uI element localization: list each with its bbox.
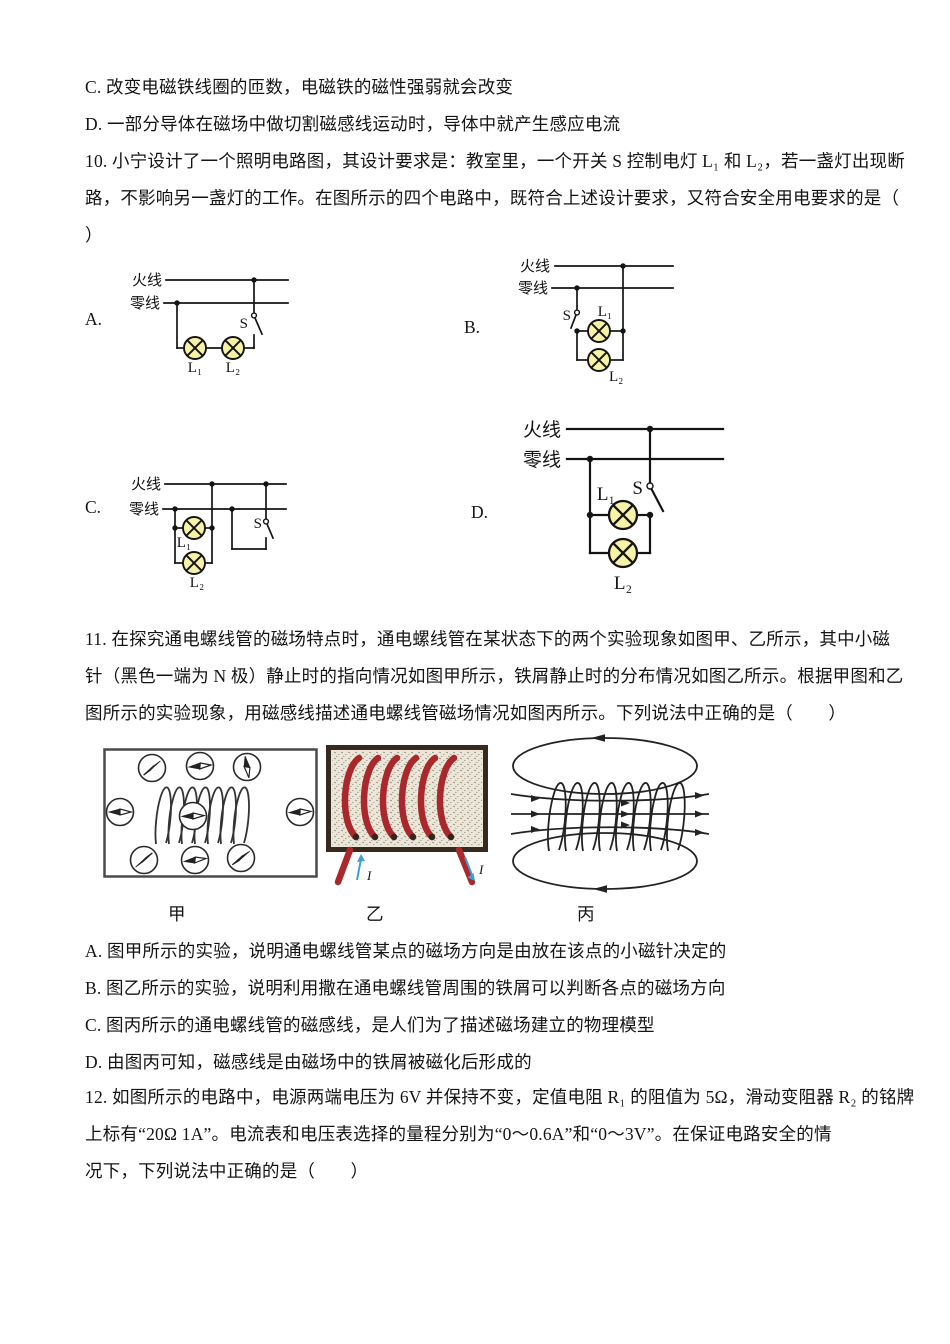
current-arrow-right-icon — [464, 856, 475, 881]
circuit-b-wires — [551, 265, 674, 361]
circuit-a-wires — [163, 279, 289, 349]
arrowhead — [591, 734, 605, 742]
q11-option-a: A. 图甲所示的实验，说明通电螺线管某点的磁场方向是由放在该点的小磁针决定的 — [85, 941, 727, 961]
lamp-l2-label: L₂ — [609, 369, 623, 385]
figure-bing-caption: 丙 — [577, 904, 595, 924]
live-wire-label: 火线 — [523, 419, 561, 441]
switch-label: S — [563, 308, 571, 324]
lamp-l1-icon — [183, 336, 207, 360]
switch-pivot-icon — [262, 518, 270, 525]
lamp-l2-icon — [182, 551, 206, 575]
axial-field-lines — [510, 793, 710, 835]
q10-stem: 10. 小宁设计了一个照明电路图，其设计要求是：教室里，一个开关 S 控制电灯 … — [85, 143, 930, 254]
live-wire-label: 火线 — [132, 272, 162, 289]
q12-line-1: 12. 如图所示的电路中，电源两端电压为 6V 并保持不变，定值电阻 R₁ 的阻… — [85, 1087, 915, 1107]
switch-pivot-icon — [573, 309, 581, 316]
circuit-a-label: A. — [85, 309, 103, 329]
lamp-l1-label: L₁ — [597, 484, 615, 505]
lamp-l1-icon — [587, 319, 611, 343]
circuit-d-label: D. — [471, 502, 489, 522]
q11-line-3: 图所示的实验现象，用磁感线描述通电螺线管磁场情况如图丙所示。下列说法中正确的是（… — [85, 703, 847, 723]
coil-contact-dots — [352, 833, 455, 841]
switch-label: S — [632, 478, 643, 499]
q9-option-c: C. 改变电磁铁线圈的匝数，电磁铁的磁性强弱就会改变 — [85, 77, 514, 97]
lamp-l1-label: L₁ — [188, 360, 202, 376]
lamp-l2-label: L₂ — [190, 575, 204, 591]
neutral-wire-label: 零线 — [129, 501, 159, 518]
circuit-a-figure: 火线 零线 S L₁ L₂ — [130, 272, 289, 376]
arrowhead — [593, 885, 607, 893]
lamp-l2-icon — [607, 537, 639, 569]
lamp-l1-label: L₁ — [177, 535, 191, 551]
lamp-l2-label: L₂ — [614, 573, 632, 594]
solenoid-coil-icon — [547, 782, 686, 852]
circuit-c-figure: 火线 零线 S L₁ L₂ — [129, 476, 287, 591]
lamp-l1-icon — [182, 516, 206, 540]
current-label-left: I — [366, 868, 372, 883]
circuit-b-figure: 火线 零线 S L₁ L₂ — [518, 258, 674, 385]
figure-yi-iron-filings-photo: I I — [326, 745, 488, 886]
lamp-l2-icon — [587, 348, 611, 372]
switch-label: S — [240, 316, 248, 332]
q12-line-2: 上标有“20Ω 1A”。电流表和电压表选择的量程分别为“0～0.6A”和“0～3… — [85, 1124, 832, 1144]
figure-bing-field-lines-diagram — [510, 734, 710, 893]
q9-option-d: D. 一部分导体在磁场中做切割磁感线运动时，导体中就产生感应电流 — [85, 114, 621, 134]
switch-pivot-icon — [646, 482, 654, 490]
q11-option-d: D. 由图丙可知，磁感线是由磁场中的铁屑被磁化后形成的 — [85, 1052, 532, 1072]
q12-line-3: 况下，下列说法中正确的是（ ） — [85, 1161, 369, 1181]
q10-line-2: 路，不影响另一盏灯的工作。在图所示的四个电路中，既符合上述设计要求，又符合安全用… — [85, 188, 900, 208]
switch-label: S — [254, 516, 262, 532]
live-wire-label: 火线 — [520, 258, 550, 275]
q11-stem: 11. 在探究通电螺线管的磁场特点时，通电螺线管在某状态下的两个实验现象如图甲、… — [85, 621, 930, 732]
circuit-b-label: B. — [464, 317, 481, 337]
q11-line-1: 11. 在探究通电螺线管的磁场特点时，通电螺线管在某状态下的两个实验现象如图甲、… — [85, 629, 891, 649]
neutral-wire-label: 零线 — [130, 295, 160, 312]
q10-line-1: 10. 小宁设计了一个照明电路图，其设计要求是：教室里，一个开关 S 控制电灯 … — [85, 151, 905, 171]
current-arrow-left-icon — [356, 854, 365, 881]
circuit-d-figure: 火线 零线 S L₁ L₂ — [523, 419, 725, 594]
circuit-d-wires — [565, 427, 725, 555]
q11-option-b: B. 图乙所示的实验，说明利用撒在通电螺线管周围的铁屑可以判断各点的磁场方向 — [85, 978, 726, 998]
lamp-l1-label: L₁ — [598, 304, 612, 320]
axial-arrowheads — [531, 792, 704, 836]
q11-option-c: C. 图丙所示的通电螺线管的磁感线，是人们为了描述磁场建立的物理模型 — [85, 1015, 655, 1035]
lamp-l2-label: L₂ — [226, 360, 240, 376]
switch-pivot-icon — [250, 312, 258, 319]
compass-icons — [105, 751, 315, 875]
neutral-wire-label: 零线 — [523, 449, 561, 471]
q10-line-3: ） — [85, 225, 103, 245]
figure-jia-caption: 甲 — [168, 904, 186, 924]
live-wire-label: 火线 — [131, 476, 161, 493]
lamp-l1-icon — [607, 499, 639, 531]
q11-options-block: A. 图甲所示的实验，说明通电螺线管某点的磁场方向是由放在该点的小磁针决定的 B… — [85, 933, 930, 1081]
figure-yi-caption: 乙 — [366, 904, 384, 924]
figure-jia-compass-diagram — [103, 748, 318, 878]
q11-line-2: 针（黑色一端为 N 极）静止时的指向情况如图甲所示，铁屑静止时的分布情况如图乙所… — [85, 666, 904, 686]
circuit-c-label: C. — [85, 497, 102, 517]
lamp-l2-icon — [221, 336, 245, 360]
q9-options-block: C. 改变电磁铁线圈的匝数，电磁铁的磁性强弱就会改变 D. 一部分导体在磁场中做… — [85, 69, 930, 143]
current-label-right: I — [478, 862, 484, 877]
neutral-wire-label: 零线 — [518, 280, 548, 297]
q12-stem: 12. 如图所示的电路中，电源两端电压为 6V 并保持不变，定值电阻 R₁ 的阻… — [85, 1079, 930, 1190]
